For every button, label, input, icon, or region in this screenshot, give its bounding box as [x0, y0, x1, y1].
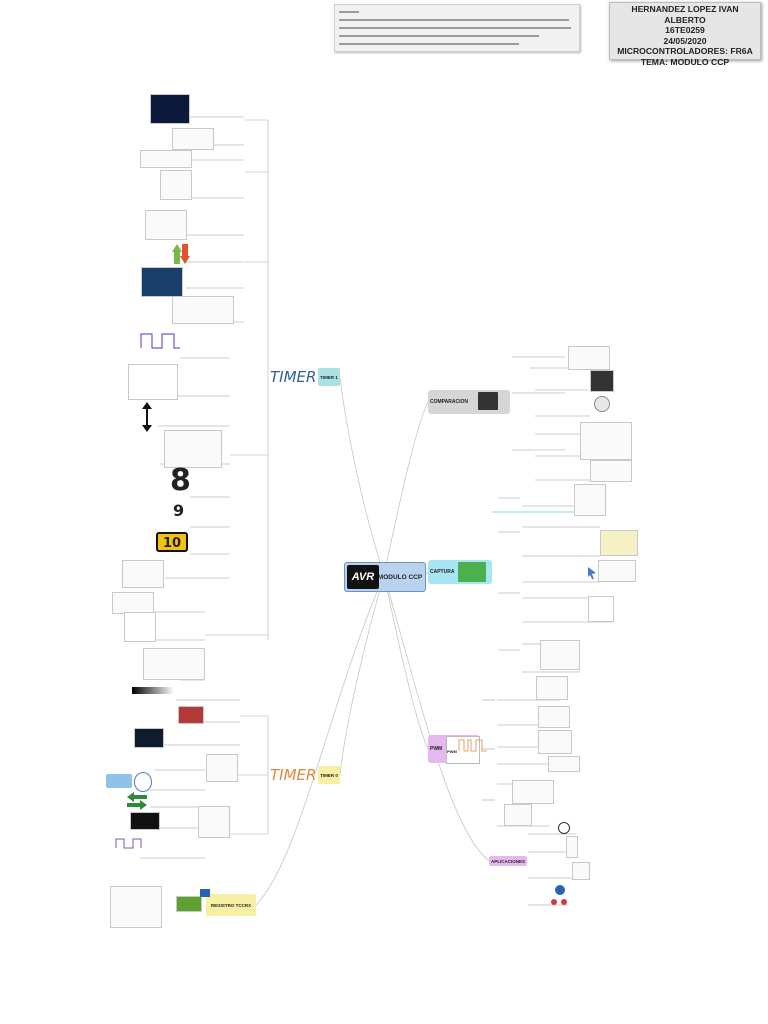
terminal-thumb: [134, 728, 164, 748]
author-name: HERNANDEZ LOPEZ IVAN ALBERTO: [631, 4, 739, 25]
scope-thumb: [206, 754, 238, 782]
potentiometer-icon: [594, 396, 610, 412]
board-thumb: [600, 530, 638, 556]
diagram-thumb: [538, 706, 570, 728]
question-icon: [106, 774, 132, 788]
swap-arrows-icon: [127, 792, 147, 810]
up-down-arrows-icon: [172, 242, 190, 266]
circuit-thumb: [580, 422, 632, 460]
pwm-node[interactable]: PWM PWM: [428, 735, 487, 764]
captura-label: CAPTURA: [430, 569, 455, 575]
pulse-icon: [115, 836, 143, 850]
timing-diagram-thumb: [172, 128, 214, 150]
pwm-label: PWM: [430, 746, 443, 752]
dac-diagram-thumb: [504, 804, 532, 826]
number-10: 10: [156, 532, 188, 552]
diagram-thumb: [574, 484, 606, 516]
comparacion-node[interactable]: COMPARACION: [428, 390, 510, 414]
central-node[interactable]: AVR MODULO CCP: [344, 562, 426, 592]
led-display-thumb: [130, 812, 160, 830]
diagram-thumb: [540, 640, 580, 670]
chip-icon: [478, 392, 498, 410]
diagram-thumb: [568, 346, 610, 370]
graph-thumb: [588, 596, 614, 622]
diagram-thumb: [198, 806, 230, 838]
waveform-thumb: [160, 170, 192, 200]
circuit-thumb: [566, 836, 578, 858]
arduino-board-thumb: [176, 896, 202, 912]
timer0-title: TIMER 0: [270, 766, 331, 784]
topic: TEMA: MODULO CCP: [640, 56, 730, 67]
number-8: 8: [170, 463, 191, 498]
comparacion-label: COMPARACION: [430, 399, 468, 405]
course: MICROCONTROLADORES: FR6A: [617, 46, 753, 56]
grayscale-bar: [132, 687, 174, 694]
pwm-wave-icon: [458, 739, 487, 752]
pwm-waveform-thumb: PWM: [446, 736, 487, 764]
diagram-thumb: [538, 730, 572, 754]
3d-graph-thumb: [141, 267, 183, 297]
register-table-thumb: [110, 886, 162, 928]
scope-thumb: [548, 756, 580, 772]
block-diagram-thumb: [512, 780, 554, 804]
waveform-thumb: [164, 430, 222, 468]
waveform-thumb: [172, 296, 234, 324]
cursor-icon: [588, 566, 598, 579]
diagram-thumb: [536, 676, 568, 700]
robot-icon: [550, 884, 570, 906]
chart-thumb: [150, 94, 190, 124]
vertical-arrow-icon: [142, 402, 152, 432]
timer0-node[interactable]: TIMER 0: [318, 766, 340, 784]
sine-wave-thumb: [124, 612, 156, 642]
waveform-thumb: [143, 648, 205, 680]
diagram-thumb: [122, 560, 164, 588]
timer1-node[interactable]: TIMER 1: [318, 368, 340, 386]
triangle-wave-thumb: [128, 364, 178, 400]
diagram-thumb: [112, 592, 154, 614]
board-thumb: [178, 706, 204, 724]
square-wave-icon: [140, 330, 180, 350]
board-icon: [458, 562, 486, 582]
date: 24/05/2020: [663, 35, 707, 46]
central-node-label: MODULO CCP: [377, 573, 423, 581]
chip-photo-thumb: [590, 370, 614, 392]
timer1-title: TIMER 1: [270, 368, 331, 386]
number-9: 9: [173, 501, 185, 520]
circuit-thumb: [598, 560, 636, 582]
references-box: [334, 4, 580, 52]
avr-logo: AVR: [347, 565, 379, 589]
chip-icon: [200, 889, 210, 897]
register-thumb: [590, 460, 632, 482]
timer-icon: [558, 822, 570, 834]
waveform-thumb: [145, 210, 187, 240]
captura-node[interactable]: CAPTURA: [428, 560, 492, 584]
aplicaciones-node[interactable]: APLICACIONES: [489, 856, 527, 866]
header-box: HERNANDEZ LOPEZ IVAN ALBERTO 16TE0259 24…: [609, 2, 761, 67]
spring-icon: [134, 772, 152, 792]
pwm-thumb-label: PWM: [447, 749, 457, 754]
board-thumb: [572, 862, 590, 880]
waveform-thumb: [140, 150, 192, 168]
registro-node[interactable]: REGISTRO TCCRX: [206, 894, 256, 916]
student-id: 16TE0259: [665, 25, 705, 35]
